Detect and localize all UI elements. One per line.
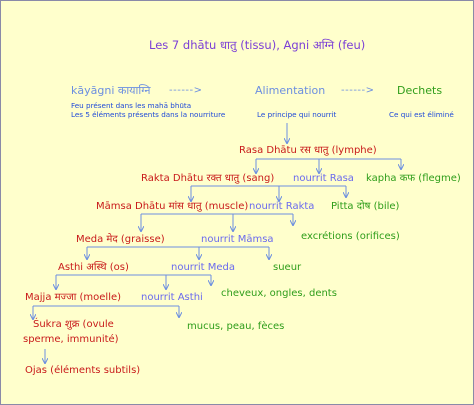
waste-mucus: mucus, peau, fèces — [187, 321, 285, 332]
dhatu-sukra-line2: sperme, immunité) — [23, 334, 119, 345]
dhatu-rasa: Rasa Dhātu रस धातु (lymphe) — [239, 145, 377, 156]
dhatu-majja: Majja मज्जा (moelle) — [25, 292, 122, 303]
header-arrow-2: ------> — [341, 85, 375, 96]
header-dechets: Dechets — [397, 84, 443, 97]
diagram-title: Les 7 dhātu धातु (tissu), Agni अग्नि (fe… — [149, 38, 366, 52]
dhatu-mamsa: Māmsa Dhātu मांस धातु (muscle) — [96, 201, 249, 212]
header-kayagni: kāyāgni कायाग्नि — [71, 84, 151, 97]
note-right: Ce qui est éliminé — [389, 110, 454, 119]
waste-pitta: Pitta दोष (bile) — [331, 201, 400, 212]
header-alimentation: Alimentation — [255, 84, 326, 97]
waste-excretions: excrétions (orifices) — [301, 231, 400, 242]
dhatu-rakta: Rakta Dhātu रक्त धातु (sang) — [141, 173, 275, 184]
note-middle: Le principe qui nourrit — [257, 110, 337, 119]
waste-sueur: sueur — [273, 262, 302, 273]
nourish-mamsa: nourrit Māmsa — [201, 234, 274, 245]
header-arrow-1: ------> — [169, 85, 203, 96]
dhatu-asthi: Asthi अस्थि (os) — [58, 262, 129, 273]
note-left-2: Les 5 éléments présents dans la nourritu… — [71, 110, 226, 119]
nourish-asthi: nourrit Asthi — [141, 292, 203, 303]
nourish-meda: nourrit Meda — [171, 262, 235, 273]
dhatu-sukra-line1: Śukra शुक्र (ovule — [33, 319, 114, 330]
nourish-rasa: nourrit Rasa — [293, 173, 354, 184]
waste-cheveux: cheveux, ongles, dents — [221, 288, 337, 299]
dhatu-meda: Meda मेद (graisse) — [76, 234, 165, 245]
ojas: Ojas (éléments subtils) — [25, 365, 141, 376]
note-left-1: Feu présent dans les mahā bhūta — [71, 101, 192, 110]
nourish-rakta: nourrit Rakta — [249, 201, 315, 212]
waste-kapha: kapha कफ (flegme) — [366, 173, 461, 184]
